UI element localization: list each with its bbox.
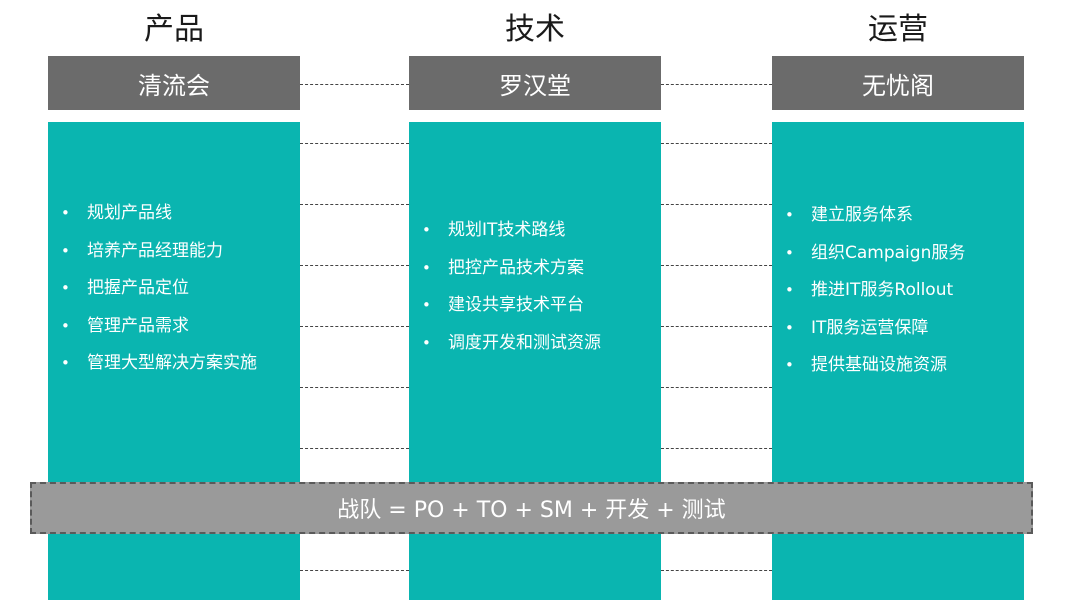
panel-connector-line [300,448,409,449]
column-title-operations: 运营 [868,12,928,47]
panel-connector-line [300,570,409,571]
panel-connector-line [300,265,409,266]
list-item: IT服务运营保障 [772,310,1024,348]
bullet-list-operations: 建立服务体系 组织Campaign服务 推进IT服务Rollout IT服务运营… [772,197,1024,385]
list-item: 把控产品技术方案 [409,250,661,288]
panel-connector-line [661,387,772,388]
panel-connector-line [661,448,772,449]
squad-bar: 战队 = PO + TO + SM + 开发 + 测试 [30,482,1033,534]
panel-connector-line [661,570,772,571]
list-item: 推进IT服务Rollout [772,272,1024,310]
panel-connector-line [661,143,772,144]
bullet-list-tech: 规划IT技术路线 把控产品技术方案 建设共享技术平台 调度开发和测试资源 [409,212,661,362]
list-item: 建设共享技术平台 [409,287,661,325]
list-item: 把握产品定位 [48,270,300,308]
list-item: 管理产品需求 [48,308,300,346]
list-item: 调度开发和测试资源 [409,325,661,363]
list-item: 组织Campaign服务 [772,235,1024,273]
bullet-list-product: 规划产品线 培养产品经理能力 把握产品定位 管理产品需求 管理大型解决方案实施 [48,195,300,383]
panel-connector-line [300,143,409,144]
list-item: 规划IT技术路线 [409,212,661,250]
list-item: 规划产品线 [48,195,300,233]
header-connector-line [661,84,772,85]
column-header-tech: 罗汉堂 [409,56,661,110]
list-item: 培养产品经理能力 [48,233,300,271]
panel-connector-line [661,326,772,327]
column-title-tech: 技术 [505,12,565,47]
squad-bar-label: 战队 = PO + TO + SM + 开发 + 测试 [337,498,726,523]
list-item: 管理大型解决方案实施 [48,345,300,383]
column-header-operations: 无忧阁 [772,56,1024,110]
column-header-product: 清流会 [48,56,300,110]
panel-connector-line [300,326,409,327]
panel-connector-line [661,204,772,205]
list-item: 提供基础设施资源 [772,347,1024,385]
panel-connector-line [300,204,409,205]
header-connector-line [300,84,409,85]
list-item: 建立服务体系 [772,197,1024,235]
panel-connector-line [300,387,409,388]
panel-connector-line [661,265,772,266]
column-title-product: 产品 [144,12,204,47]
